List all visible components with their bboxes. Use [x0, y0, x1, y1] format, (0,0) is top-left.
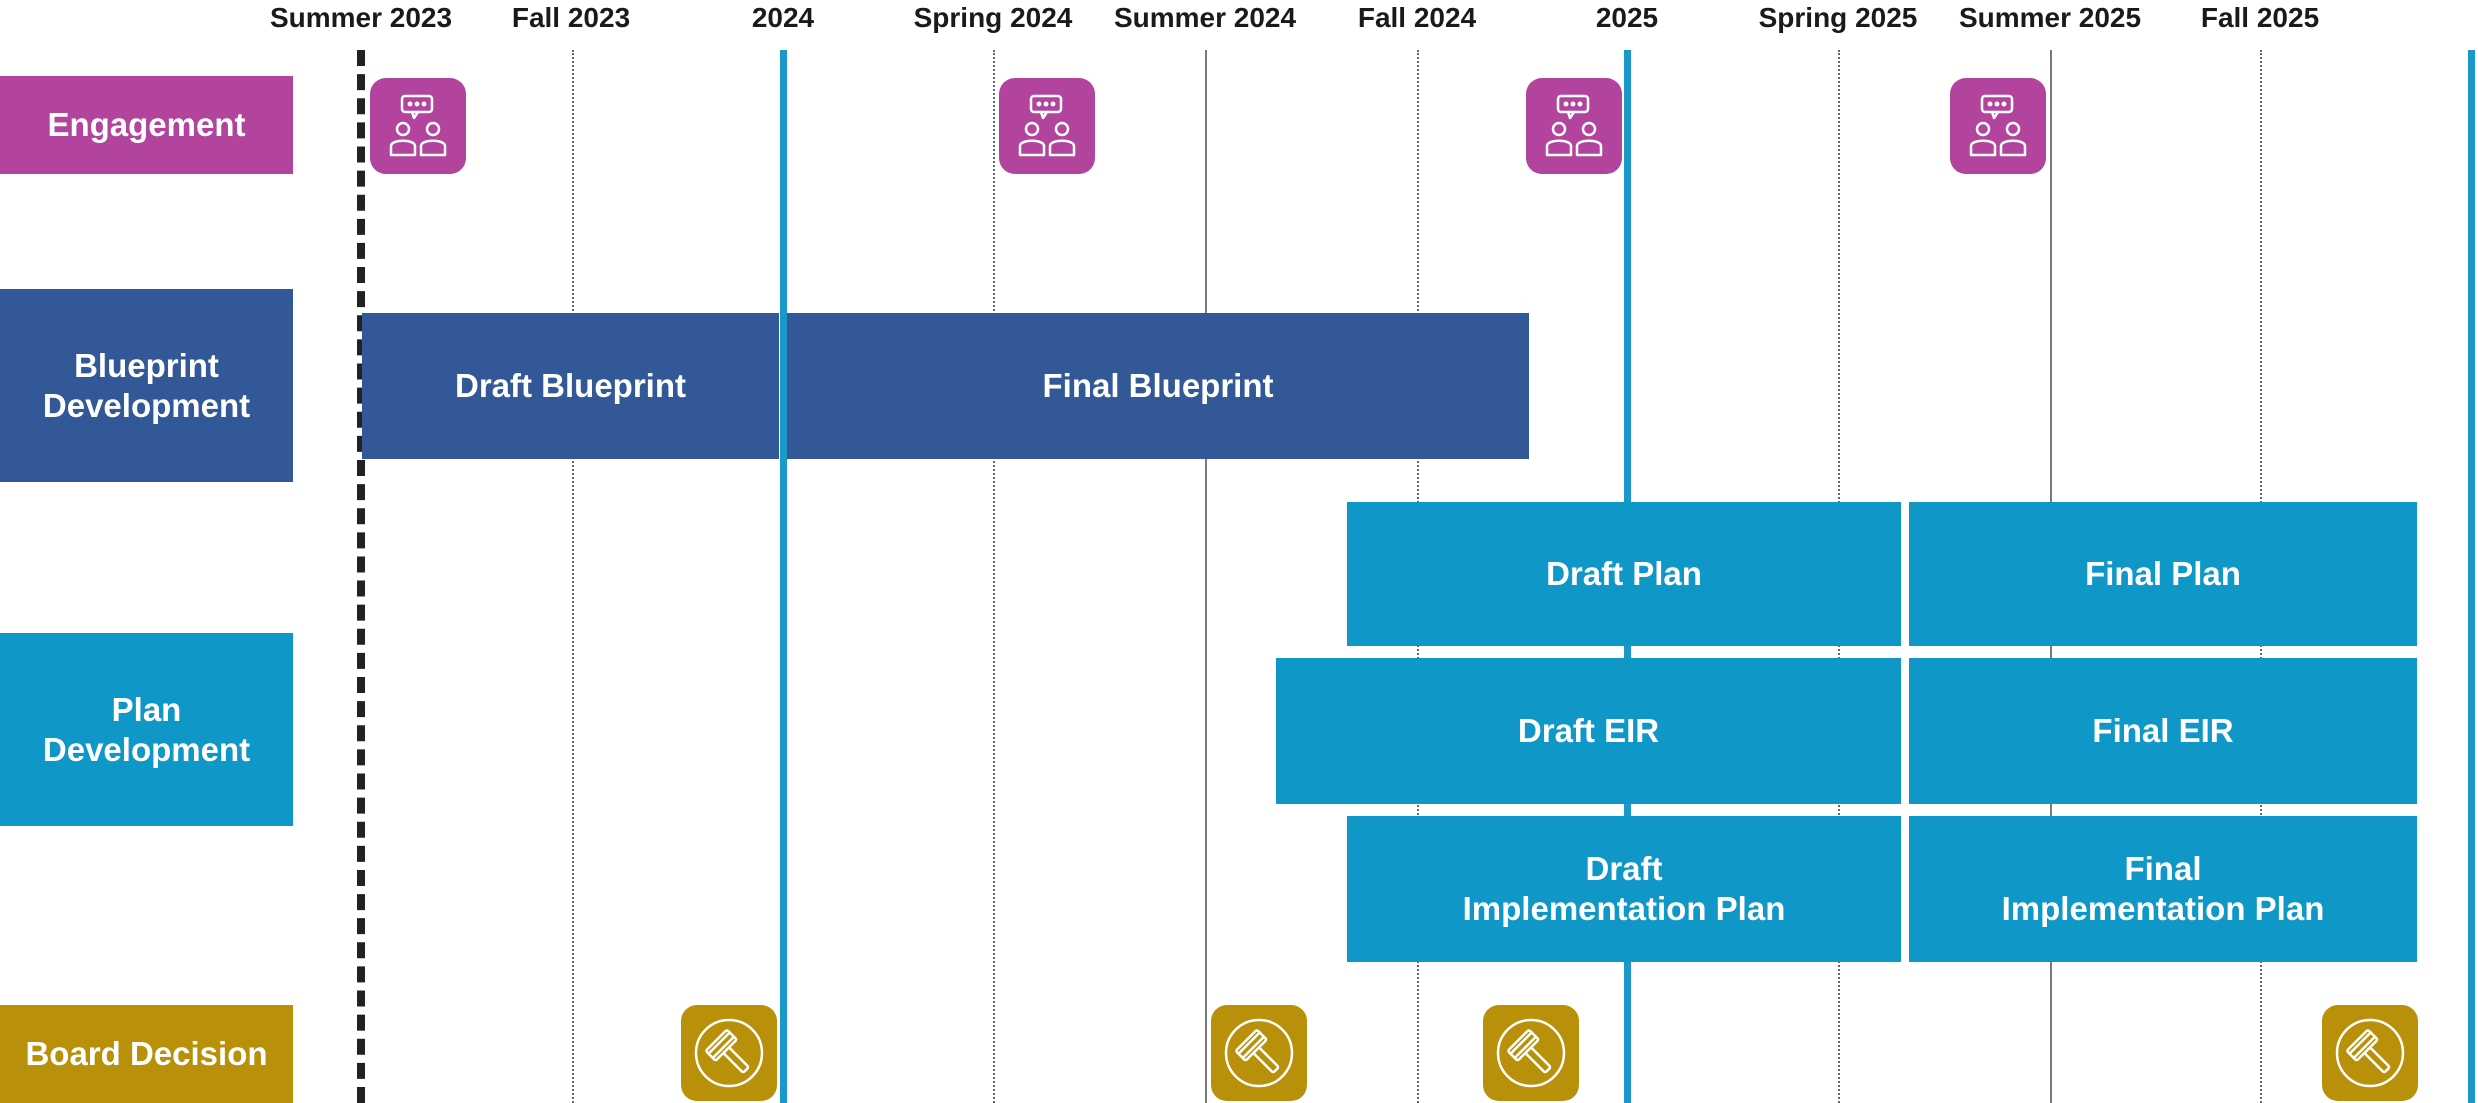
period-header-fall-2023: Fall 2023	[511, 2, 631, 33]
engagement-meeting-icon	[999, 78, 1095, 174]
row-label-plan-development: Plan Development	[0, 633, 293, 826]
current-date-marker	[357, 50, 365, 1103]
period-header-summer-2024: Summer 2024	[1113, 2, 1297, 33]
bar-draft-plan: Draft Plan	[1347, 502, 1901, 646]
period-header-summer-2025: Summer 2025	[1958, 2, 2142, 33]
bar-draft-blueprint: Draft Blueprint	[362, 313, 779, 459]
year-line-2024	[780, 50, 787, 1103]
bar-final-eir: Final EIR	[1909, 658, 2417, 804]
period-header-fall-2025: Fall 2025	[2200, 2, 2320, 33]
period-header-fall-2024: Fall 2024	[1357, 2, 1477, 33]
row-label-board-decision: Board Decision	[0, 1005, 293, 1103]
gavel-icon	[2322, 1005, 2418, 1101]
bar-final-plan: Final Plan	[1909, 502, 2417, 646]
period-header-spring-2024: Spring 2024	[913, 2, 1073, 33]
engagement-meeting-icon	[1526, 78, 1622, 174]
period-header-2025: 2025	[1595, 2, 1659, 33]
grid-line-spring-2024	[993, 50, 995, 1103]
row-label-blueprint-development: Blueprint Development	[0, 289, 293, 482]
gavel-icon	[1483, 1005, 1579, 1101]
grid-line-summer-2024	[1205, 50, 1207, 1103]
grid-line-fall-2023	[572, 50, 574, 1103]
gavel-icon	[681, 1005, 777, 1101]
period-header-2024: 2024	[751, 2, 815, 33]
bar-final-implementation-plan: Final Implementation Plan	[1909, 816, 2417, 962]
bar-draft-eir: Draft EIR	[1276, 658, 1901, 804]
year-line-2026	[2468, 50, 2475, 1103]
bar-final-blueprint: Final Blueprint	[787, 313, 1529, 459]
gavel-icon	[1211, 1005, 1307, 1101]
period-header-summer-2023: Summer 2023	[269, 2, 453, 33]
row-label-engagement: Engagement	[0, 76, 293, 174]
engagement-meeting-icon	[1950, 78, 2046, 174]
engagement-meeting-icon	[370, 78, 466, 174]
bar-draft-implementation-plan: Draft Implementation Plan	[1347, 816, 1901, 962]
period-header-spring-2025: Spring 2025	[1758, 2, 1918, 33]
